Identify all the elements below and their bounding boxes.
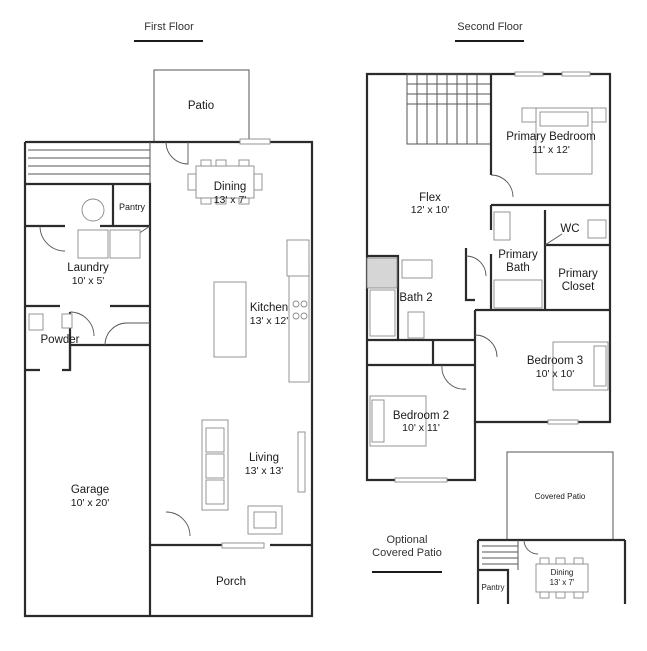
living-dim: 13' x 13' [245,465,283,477]
dining-label: Dining [214,181,247,193]
primary-bed-icon [521,107,607,175]
sofa-icon [201,419,229,511]
kitchen-island [213,281,247,358]
bedroom3-bed-icon [552,341,609,391]
refrigerator-icon [286,239,310,277]
armchair-icon [247,505,283,535]
primary-bedroom-label: Primary Bedroom [506,131,595,143]
primary-bath-label-2: Bath [506,262,530,274]
dining-dim: 13' x 7' [214,194,247,206]
window [514,71,544,77]
optional-dining-table-icon [535,557,589,599]
first-floor-stairs [28,142,151,184]
window [547,419,579,425]
kitchen-label: Kitchen [250,302,288,314]
optional-dining-label: Dining [551,568,574,577]
primary-shower-icon [493,279,543,309]
garage-entry-door [104,322,150,346]
living-label: Living [249,452,279,464]
bath-door [465,255,487,277]
laundry-label: Laundry [67,262,109,274]
window [561,71,591,77]
flex-label: Flex [419,192,441,204]
primary-bedroom-dim: 11' x 12' [532,144,570,156]
garage-label: Garage [71,484,109,496]
optional-pantry-label: Pantry [481,583,504,592]
patio-label: Patio [188,100,214,112]
first-floor-interior-walls [25,182,312,616]
bath2-sink-icon [401,259,433,279]
primary-closet-label-1: Primary [558,268,598,280]
wc-door [544,233,563,246]
powder-fixtures-icon [28,313,73,331]
bedroom3-door [474,334,498,358]
bedroom2-door [441,364,467,390]
bedroom2-dim: 10' x 11' [402,422,440,434]
optional-walls [476,538,627,604]
powder-door-swing [69,311,95,337]
dining-table-icon [187,159,263,205]
pantry-label: Pantry [119,202,146,212]
bath2-label: Bath 2 [399,292,432,304]
linen-closet-icon [366,257,398,289]
flex-dim: 12' x 10' [411,204,449,216]
window [394,477,448,483]
first-floor-plan: Patio Dining 13' x 7' Pantry Laundry 10'… [23,69,314,618]
covered-patio-label: Covered Patio [535,492,586,501]
kitchen-dim: 13' x 12' [250,315,288,327]
powder-label: Powder [41,334,80,346]
bedroom3-dim: 10' x 10' [536,368,574,380]
optional-title-line1: Optional [387,534,428,546]
patio-door-swing [165,141,189,165]
bathtub-icon [369,289,396,337]
primary-sink-icon [493,211,511,241]
window [239,138,271,145]
optional-title-line2: Covered Patio [372,547,442,559]
primary-bedroom-door [490,174,514,198]
optional-covered-patio-plan: Optional Covered Patio Covered Patio Pan… [372,451,627,604]
front-door-swing [165,511,191,537]
optional-pantry-walls [478,568,510,604]
kitchen-counters-icon [213,239,310,383]
second-floor-stairs [406,73,492,145]
wc-toilet-icon [587,219,607,239]
garage-top-wall [68,343,150,370]
optional-stairs [482,540,519,570]
primary-bath-label-1: Primary [498,249,538,261]
bath2-toilet-icon [407,311,425,339]
bedroom2-bed-icon [369,395,427,447]
primary-closet-label-2: Closet [562,281,595,293]
second-floor-title: Second Floor [457,21,523,33]
optional-dining-dim: 13' x 7' [550,578,575,587]
first-floor-title: First Floor [144,21,194,33]
laundry-dim: 10' x 5' [72,275,105,287]
second-floor-plan: Primary Bedroom 11' x 12' Flex 12' x 10'… [365,71,612,483]
window [221,542,265,549]
garage-dim: 10' x 20' [71,497,109,509]
tv-console-icon [297,431,306,493]
porch-label: Porch [216,576,246,588]
bedroom3-label: Bedroom 3 [527,355,583,367]
wc-label: WC [560,223,579,235]
bedroom2-label: Bedroom 2 [393,410,449,422]
laundry-door-swing [39,225,66,252]
optional-patio-door [523,539,539,555]
washer-dryer-icon [77,198,141,259]
